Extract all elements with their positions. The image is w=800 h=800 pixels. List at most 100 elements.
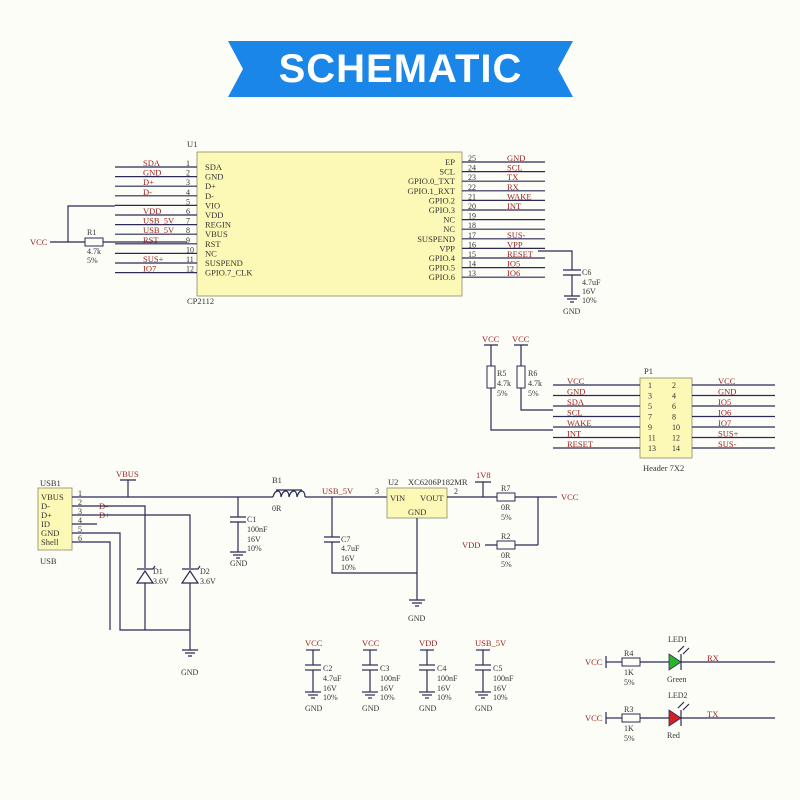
usb1-pin-name: GND <box>41 528 59 538</box>
usb1-pin-number: 6 <box>78 534 82 543</box>
decoupling-ref: C2 <box>323 664 332 673</box>
decoupling-ref: C3 <box>380 664 389 673</box>
decoupling-caps: VCCC24.7uF16V10%GNDVCCC3100nF16V10%GNDVD… <box>305 638 514 713</box>
decoupling-value: 4.7uF <box>323 674 342 683</box>
led-color-name: Green <box>667 675 687 684</box>
u1-net-label: SCL <box>507 163 523 173</box>
u1-pin-name: EP <box>445 157 455 167</box>
usb1-pin-number: 2 <box>78 498 82 507</box>
r1-ref: R1 <box>87 228 96 237</box>
u1-pin-number: 3 <box>186 178 190 187</box>
r7-resistor <box>496 492 516 502</box>
u1-net-label: SUS- <box>507 230 526 240</box>
u1-net-label: RST <box>143 235 159 245</box>
decoupling-gnd: GND <box>419 704 437 713</box>
u1-net-label: RX <box>507 182 519 192</box>
header-pin-b: 10 <box>672 423 680 432</box>
led-resistor-ref: R4 <box>624 649 633 658</box>
u1-pin-name: GPIO.0_TXT <box>408 176 456 186</box>
decoupling-tol: 10% <box>437 693 452 702</box>
u1-pin-number: 7 <box>186 217 190 226</box>
u1-net-label: GND <box>507 153 525 163</box>
usb1-pin-name: ID <box>41 519 50 529</box>
u1-pin-name: NC <box>205 248 217 258</box>
u1-pin-name: SCL <box>439 167 455 177</box>
u1-pin-number: 4 <box>186 188 190 197</box>
r2-resistor <box>496 540 516 550</box>
u1-net-label: WAKE <box>507 191 532 201</box>
c1-tol: 10% <box>247 544 262 553</box>
led-net-label: TX <box>707 709 718 719</box>
u1-net-label: SUS+ <box>143 254 164 264</box>
u1-net-label: VDD <box>143 206 161 216</box>
decoupling-volt: 16V <box>493 684 507 693</box>
decoupling-gnd: GND <box>305 704 323 713</box>
d1-value: 3.6V <box>153 577 169 586</box>
c6-ref: C6 <box>582 268 591 277</box>
usb1-pin-name: D+ <box>41 510 52 520</box>
u1-pin-name: SUSPEND <box>417 234 455 244</box>
header-pin-b: 8 <box>672 413 676 422</box>
u1-pin-name: VIO <box>205 200 220 210</box>
header-pin-b: 14 <box>672 444 680 453</box>
u1-net-label: INT <box>507 201 522 211</box>
u1-pin-number: 25 <box>468 154 476 163</box>
u1-part: CP2112 <box>187 296 214 306</box>
u1-pin-name: VDD <box>205 210 223 220</box>
header-pin-a: 3 <box>648 392 652 401</box>
r7-tol: 5% <box>501 513 512 522</box>
led-resistor-ref: R3 <box>624 705 633 714</box>
u2-ref: U2 <box>388 477 398 487</box>
decoupling-rail-label: VDD <box>419 638 437 648</box>
r5-tol: 5% <box>497 389 508 398</box>
c7-ref: C7 <box>341 535 350 544</box>
u1-pin-name: SDA <box>205 162 223 172</box>
usb1-pin-number: 1 <box>78 489 82 498</box>
r1-value: 4.7k <box>87 247 101 256</box>
u1-pin-number: 2 <box>186 169 190 178</box>
u1-net-label: VPP <box>507 239 523 249</box>
decoupling-tol: 10% <box>493 693 508 702</box>
u1-pin-number: 11 <box>186 255 194 264</box>
vbus-label: VBUS <box>116 469 139 479</box>
led-resistor-value: 1K <box>624 668 634 677</box>
u1-block: U1 CP2112 SDA1SDAGND2GNDD+3D+D-4D-VIO5VD… <box>30 139 601 316</box>
header-left-net: SDA <box>567 397 585 407</box>
usb1-pin-name: Shell <box>41 537 59 547</box>
usb1-pin-number: 3 <box>78 507 82 516</box>
usb5v-label: USB_5V <box>322 486 354 496</box>
header-part: Header 7X2 <box>643 463 684 473</box>
header-left-net: GND <box>567 387 585 397</box>
u1-net-label: IO7 <box>143 264 156 274</box>
header-pin-b: 12 <box>672 434 680 443</box>
u1-net-label: RESET <box>507 249 534 259</box>
r5-value: 4.7k <box>497 379 511 388</box>
b1-value: 0R <box>272 504 282 513</box>
d1-diode <box>135 565 156 584</box>
header-right-net: IO5 <box>718 397 731 407</box>
usb1-pin-number: 5 <box>78 525 82 534</box>
led-resistor <box>621 713 641 723</box>
header-left-net: VCC <box>567 376 585 386</box>
c6-tol: 10% <box>582 296 597 305</box>
u1-pin-number: 13 <box>468 269 476 278</box>
c1-ref: C1 <box>247 515 256 524</box>
decoupling-tol: 10% <box>323 693 338 702</box>
decoupling-value: 100nF <box>380 674 401 683</box>
u1-pin-number: 6 <box>186 207 190 216</box>
diode-gnd: GND <box>181 668 199 677</box>
header-pin-a: 7 <box>648 413 652 422</box>
u1-pin-name: GPIO.4 <box>429 253 456 263</box>
r6-ref: R6 <box>528 369 537 378</box>
b1-inductor <box>272 490 306 498</box>
r6-tol: 5% <box>528 389 539 398</box>
led-resistor-tol: 5% <box>624 678 635 687</box>
decoupling-rail-label: VCC <box>362 638 380 648</box>
header-pin-a: 5 <box>648 402 652 411</box>
header-left-net: INT <box>567 429 582 439</box>
header-left-net: SCL <box>567 408 583 418</box>
u1-pin-name: GPIO.7_CLK <box>205 268 253 278</box>
banner-title: SCHEMATIC <box>278 46 523 91</box>
r7-value: 0R <box>501 503 511 512</box>
